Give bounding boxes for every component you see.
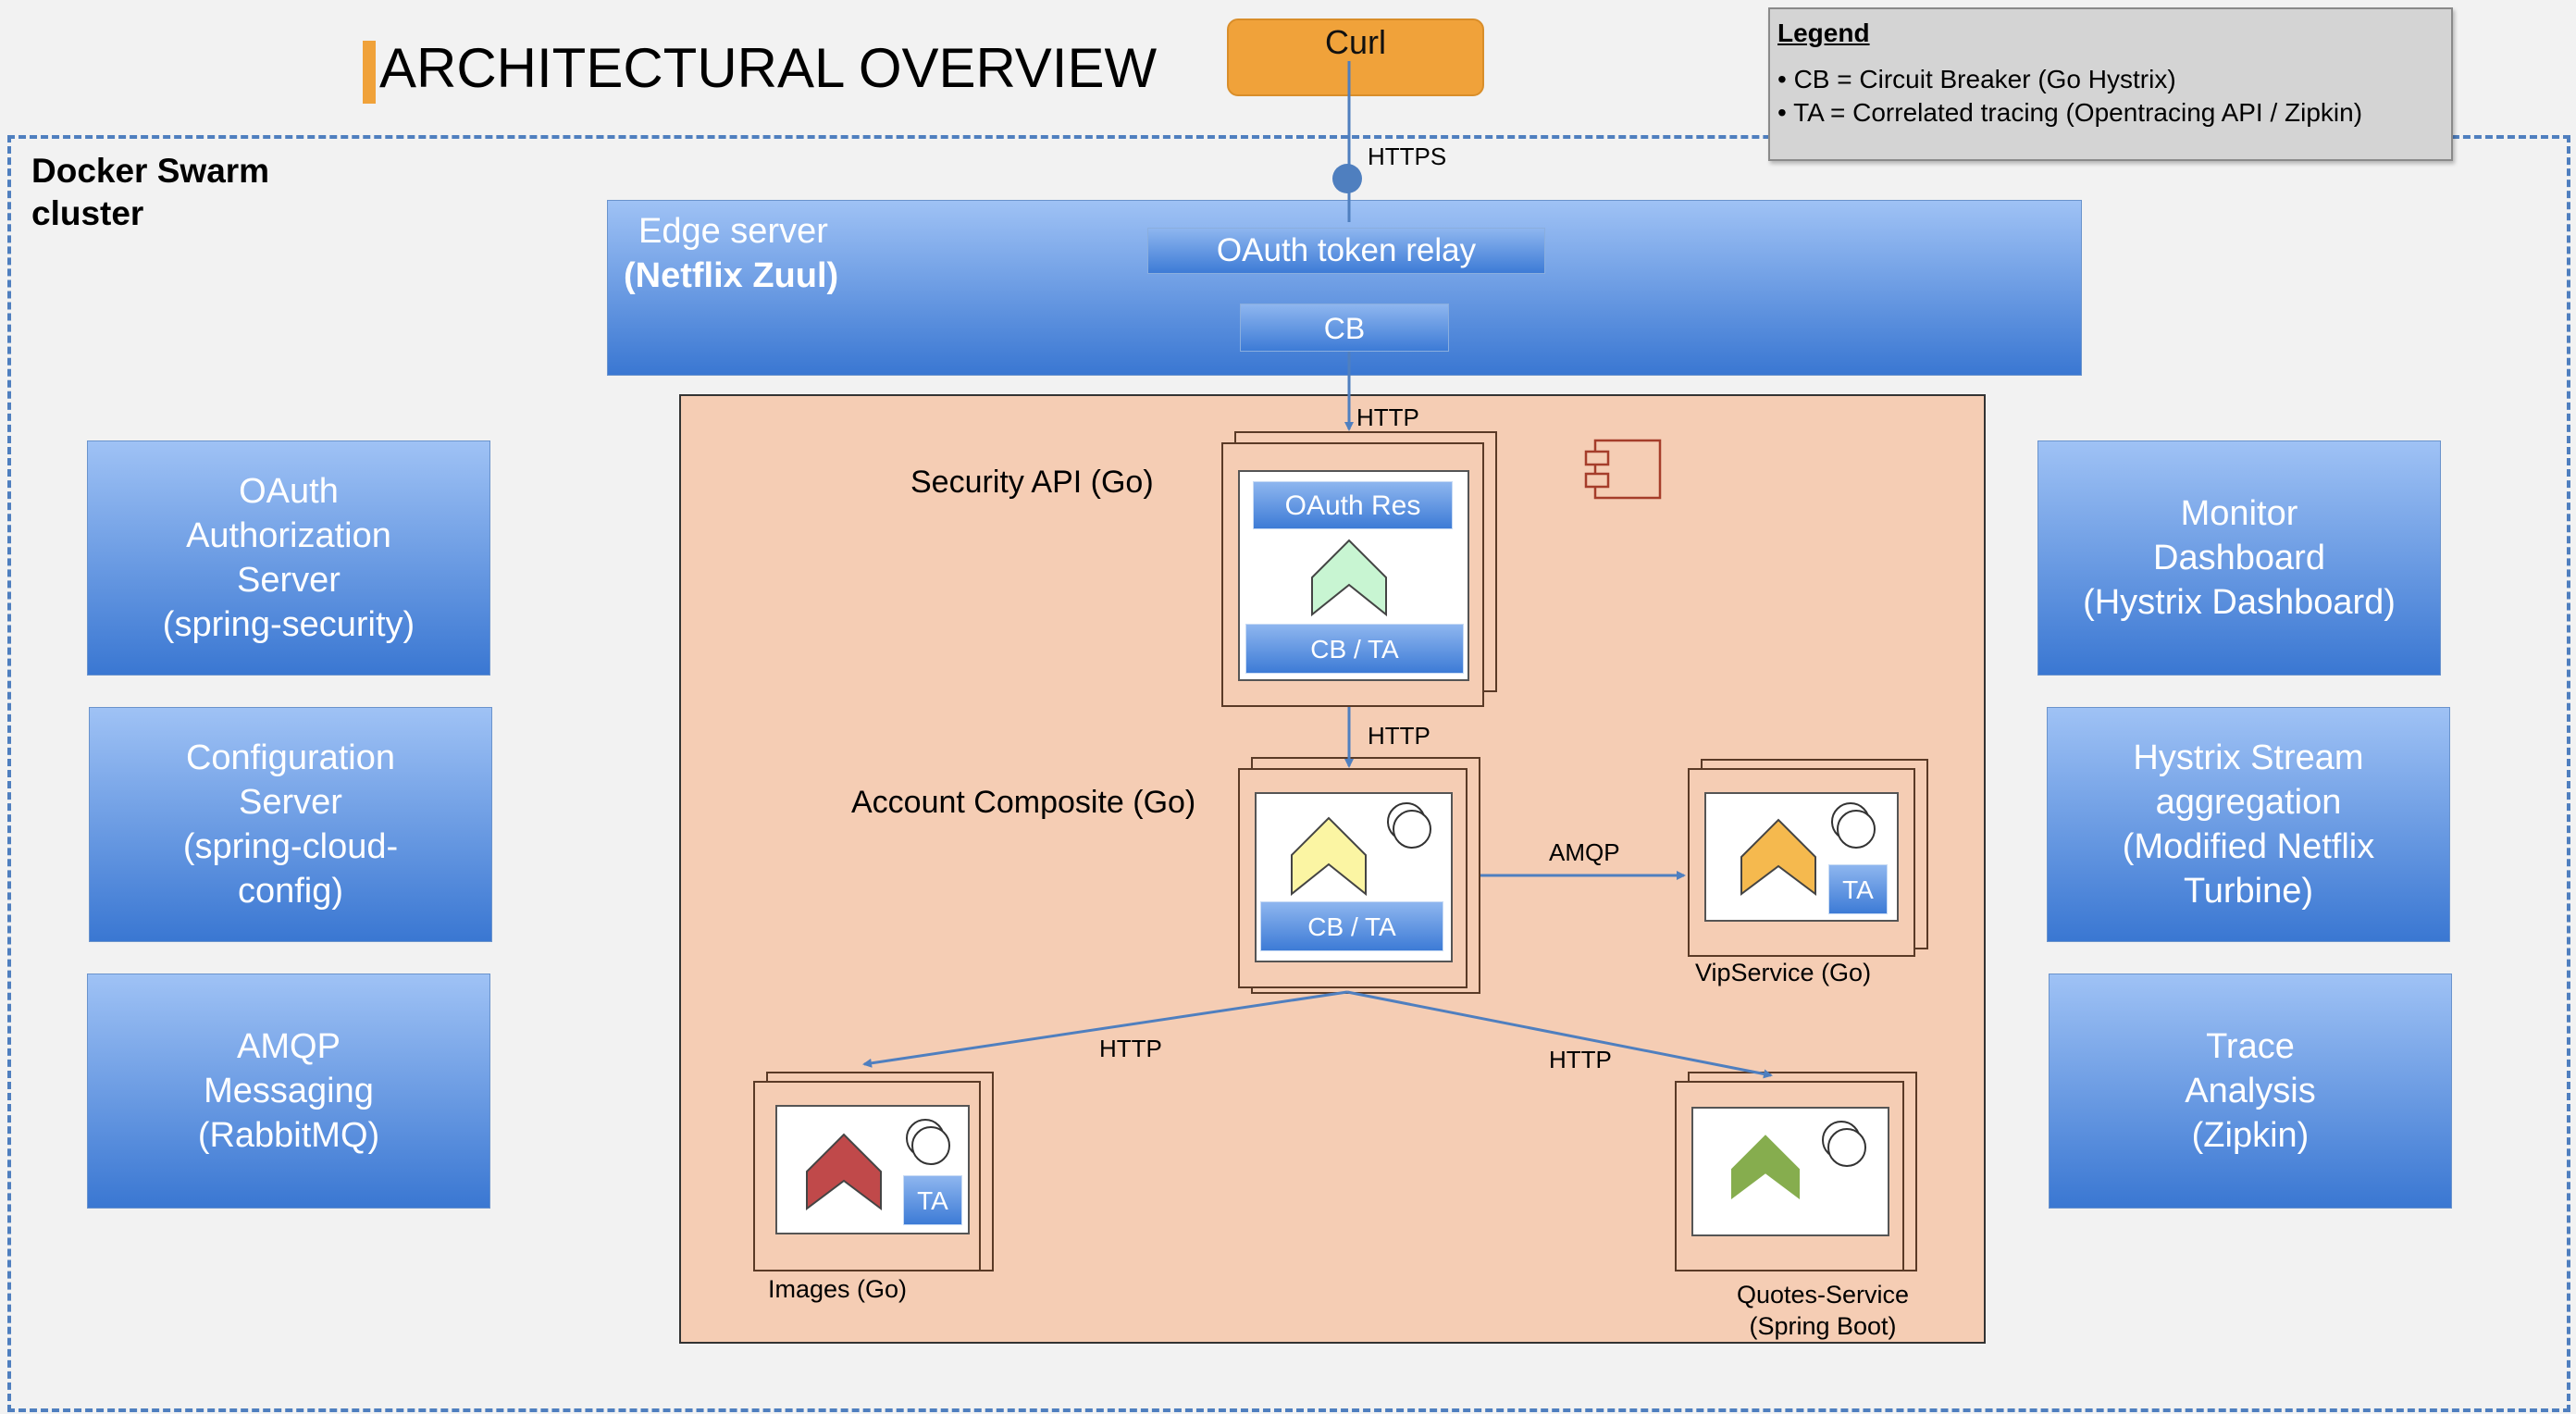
quotes-label-line2: (Spring Boot): [1749, 1312, 1897, 1340]
legend-title: Legend: [1777, 19, 1870, 47]
account-instance-icon: [1387, 802, 1431, 849]
amqp-line3: (RabbitMQ): [197, 1116, 380, 1155]
account-to-images-connector: [862, 990, 1348, 1068]
cluster-label-line2: cluster: [31, 194, 144, 232]
trace-analysis: Trace Analysis (Zipkin): [2049, 974, 2452, 1209]
security-chevron-icon: [1311, 539, 1387, 617]
curl-client: Curl: [1227, 19, 1484, 96]
security-cb-ta-badge: CB / TA: [1245, 624, 1464, 674]
amqp-line1: AMQP: [237, 1027, 341, 1066]
config-server-line1: Configuration: [185, 738, 396, 777]
images-service-label: Images (Go): [768, 1275, 908, 1303]
amqp-label: AMQP: [1549, 838, 1620, 866]
legend-item-cb: • CB = Circuit Breaker (Go Hystrix): [1777, 65, 2176, 93]
account-to-quotes-connector: [1346, 990, 1773, 1079]
vip-instance-icon: [1831, 802, 1876, 849]
vip-service-label: VipService (Go): [1695, 959, 1872, 986]
oauth-authorization-server: OAuth Authorization Server (spring-secur…: [87, 440, 490, 676]
edge-circuit-breaker: CB: [1240, 304, 1449, 352]
edge-server-label-line1: Edge server: [638, 212, 828, 251]
https-label: HTTPS: [1368, 143, 1447, 170]
legend-box: Legend • CB = Circuit Breaker (Go Hystri…: [1768, 7, 2453, 161]
monitor-line3: (Hystrix Dashboard): [2083, 583, 2396, 622]
monitor-line2: Dashboard: [2153, 539, 2325, 577]
quotes-instance-icon: [1822, 1121, 1866, 1167]
vip-ta-badge: TA: [1828, 864, 1888, 914]
configuration-server: Configuration Server (spring-cloud- conf…: [89, 707, 492, 942]
images-ta-badge: TA: [903, 1175, 962, 1225]
images-chevron-icon: [806, 1133, 882, 1210]
docker-swarm-cluster: [7, 135, 2570, 1412]
oauth-server-line2: Authorization: [186, 516, 391, 555]
component-icon: [1584, 439, 1662, 500]
config-server-line4: config): [237, 872, 344, 911]
quotes-chevron-icon: [1726, 1126, 1805, 1210]
http-quotes-label: HTTP: [1549, 1046, 1612, 1073]
config-server-line3: (spring-cloud-: [182, 827, 399, 866]
https-endpoint-dot: [1332, 164, 1362, 193]
trace-line1: Trace: [2206, 1027, 2295, 1066]
edge-server-label: Edge server (Netflix Zuul): [624, 209, 838, 298]
cluster-label: Docker Swarm cluster: [31, 150, 269, 235]
http-images-label: HTTP: [1099, 1035, 1162, 1062]
title-accent-bar: [363, 41, 376, 104]
turbine-line2: aggregation: [2155, 783, 2342, 822]
config-server-line2: Server: [239, 783, 342, 822]
page-title: ARCHITECTURAL OVERVIEW: [379, 37, 1158, 99]
http-edge-label: HTTP: [1356, 403, 1419, 431]
edge-server-label-line2: (Netflix Zuul): [624, 256, 839, 295]
monitor-line1: Monitor: [2180, 494, 2298, 533]
hystrix-stream-aggregation: Hystrix Stream aggregation (Modified Net…: [2047, 707, 2450, 942]
quotes-service-label: Quotes-Service (Spring Boot): [1714, 1279, 1932, 1342]
turbine-line4: Turbine): [2183, 872, 2314, 911]
trace-line3: (Zipkin): [2191, 1116, 2310, 1155]
oauth-server-line3: Server: [237, 561, 341, 600]
legend-item-ta: • TA = Correlated tracing (Opentracing A…: [1777, 98, 2363, 127]
turbine-line3: (Modified Netflix: [2122, 827, 2375, 866]
security-api-label: Security API (Go): [910, 465, 1154, 500]
amqp-messaging: AMQP Messaging (RabbitMQ): [87, 974, 490, 1209]
cluster-label-line1: Docker Swarm: [31, 152, 270, 190]
oauth-server-line4: (spring-security): [162, 605, 415, 644]
trace-line2: Analysis: [2185, 1072, 2316, 1110]
oauth-token-relay: OAuth token relay: [1147, 228, 1545, 274]
monitor-dashboard: Monitor Dashboard (Hystrix Dashboard): [2037, 440, 2441, 676]
oauth-res-badge: OAuth Res: [1253, 481, 1453, 529]
quotes-label-line1: Quotes-Service: [1736, 1281, 1910, 1309]
account-composite-label: Account Composite (Go): [851, 785, 1196, 820]
http-security-label: HTTP: [1368, 722, 1430, 750]
images-instance-icon: [906, 1119, 950, 1165]
vip-chevron-icon: [1740, 818, 1816, 896]
amqp-line2: Messaging: [204, 1072, 374, 1110]
turbine-line1: Hystrix Stream: [2133, 738, 2364, 777]
account-chevron-icon: [1291, 816, 1367, 897]
account-cb-ta-badge: CB / TA: [1260, 901, 1443, 951]
oauth-server-line1: OAuth: [239, 472, 339, 511]
